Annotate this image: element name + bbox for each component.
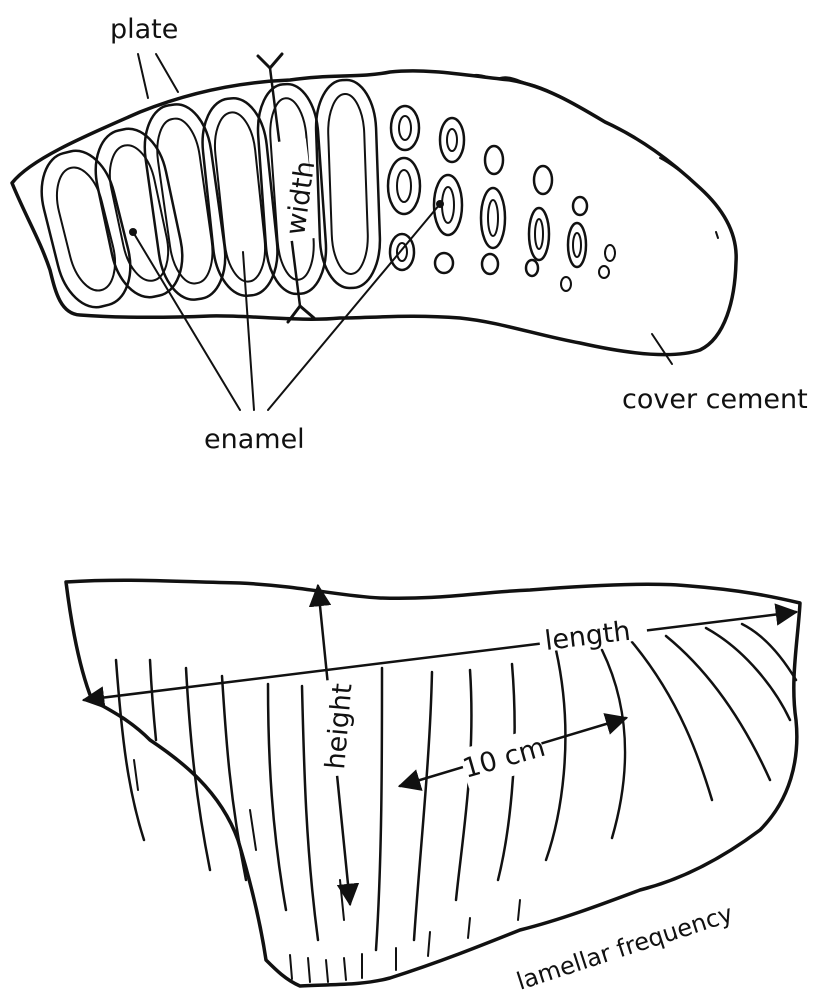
- cement-ripple: [470, 75, 575, 104]
- lateral-view: length height 10 cm lamellar frequency: [66, 580, 800, 995]
- cover-cement-leader: [652, 334, 672, 364]
- enamel-islands: [388, 106, 615, 291]
- cement-ripple: [660, 158, 690, 178]
- cover-cement-label: cover cement: [622, 384, 808, 415]
- width-top-tick: [258, 54, 282, 68]
- plate: [87, 123, 191, 304]
- lamellar-frequency-label: lamellar frequency: [513, 899, 736, 995]
- enamel-label: enamel: [204, 424, 305, 455]
- basal-fringe: [290, 900, 520, 982]
- occlusal-view: width plate enamel cover cement: [12, 14, 808, 455]
- plate-leaders: [138, 54, 178, 98]
- enamel-plates: [32, 79, 382, 314]
- plate-label: plate: [110, 14, 178, 45]
- plate: [32, 144, 140, 315]
- cement-mark: [716, 232, 718, 238]
- lamellar-lines: [116, 624, 796, 950]
